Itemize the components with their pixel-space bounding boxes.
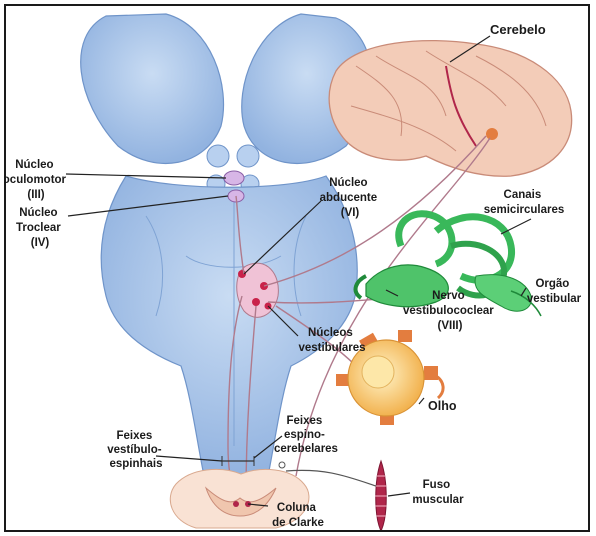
label-orgao-vestibular: Orgão vestibular	[527, 278, 582, 305]
label-feixes-vestibuloespinhais: Feixes vestíbulo- espinhais	[107, 430, 165, 470]
label-fuso-muscular: Fuso muscular	[412, 479, 464, 506]
label-olho: Olho	[428, 399, 457, 413]
label-nucleo-oculomotor: Núcleo oculomotor (III)	[6, 159, 69, 201]
label-feixes-espinocerebelares: Feixes espino- cerebelares	[274, 415, 338, 455]
label-canais-semicirculares: Canais semicirculares	[484, 189, 565, 216]
oculomotor-nucleus	[224, 171, 244, 185]
figure-frame: Cerebelo Núcleo oculomotor (III) Núcleo …	[4, 4, 590, 532]
left-upper-lobe	[81, 14, 224, 163]
brainstem	[81, 14, 372, 476]
vestibular-pathways-diagram: Cerebelo Núcleo oculomotor (III) Núcleo …	[6, 6, 590, 532]
cerebellum	[329, 41, 571, 177]
label-cerebelo: Cerebelo	[490, 22, 546, 37]
label-nucleo-troclear: Núcleo Troclear (IV)	[16, 207, 64, 249]
